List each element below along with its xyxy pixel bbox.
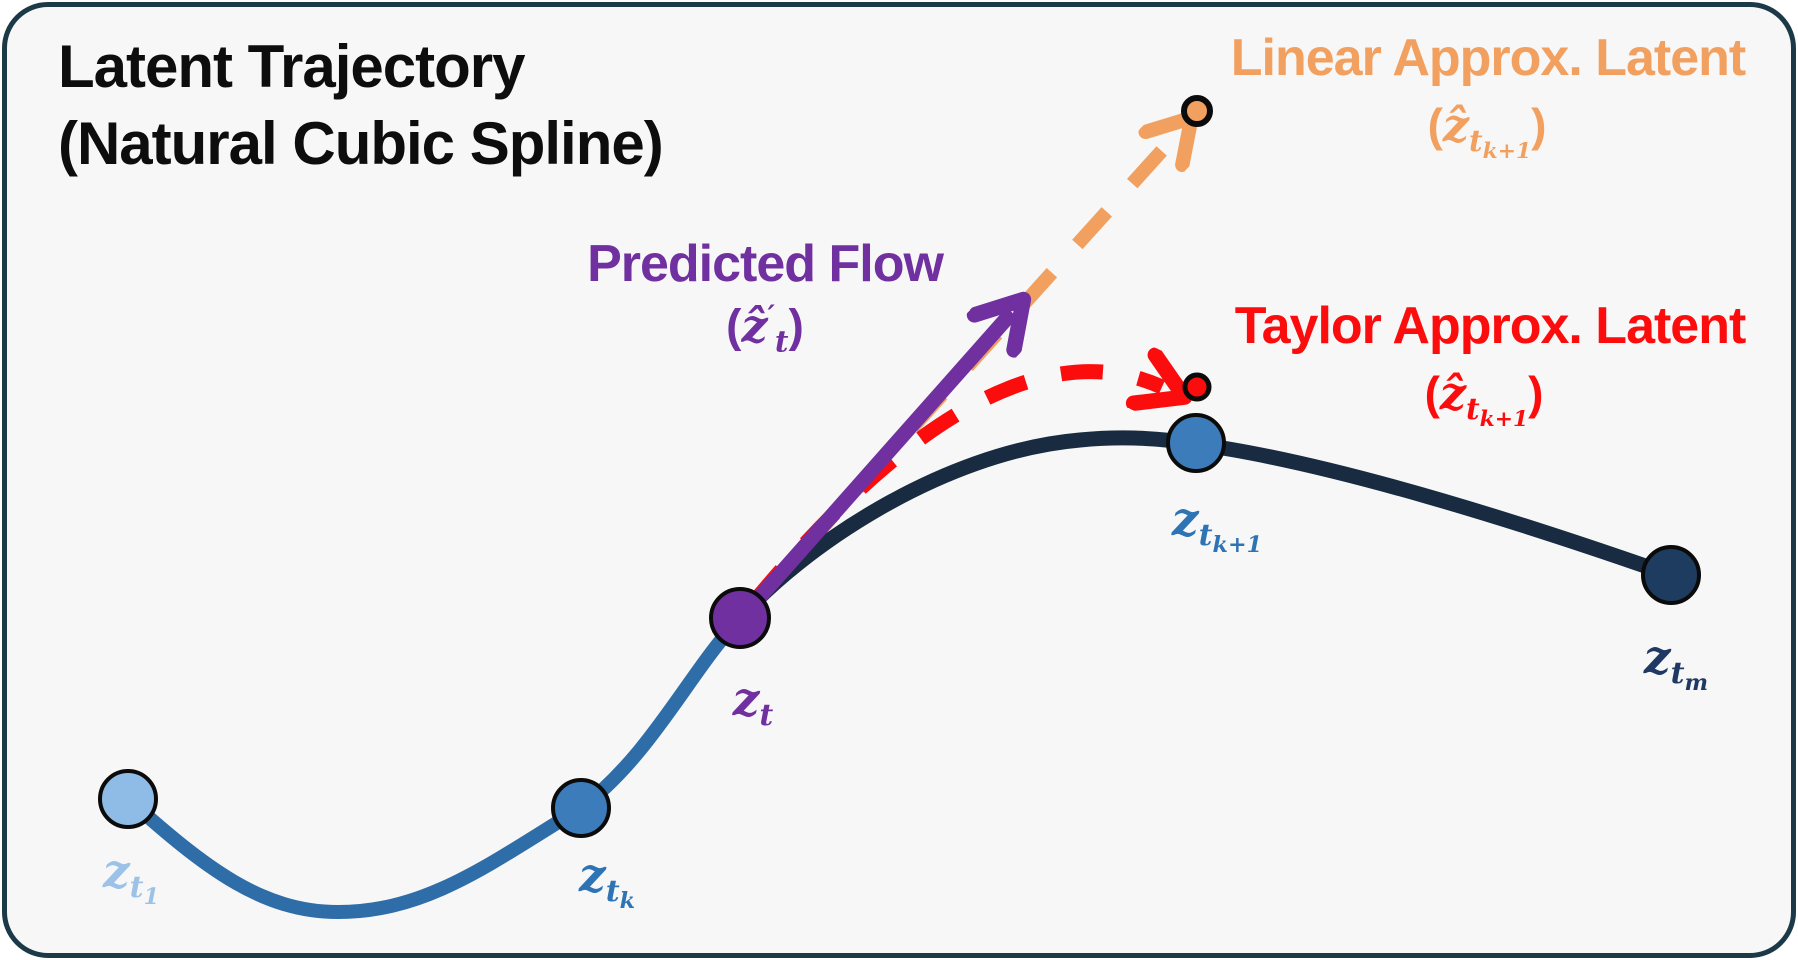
spline-segment-early [121,611,747,920]
dot-taylor-approx [1182,372,1212,402]
dot-linear-approx [1181,95,1213,127]
point-label-ztk1: ztk+1 [1171,492,1263,559]
dot-zt [709,587,771,649]
point-label-zt1: zt1 [102,844,160,911]
point-label-ztm: ztm [1643,630,1709,697]
dot-ztm [1641,545,1701,605]
taylor-approx-dashed-arrow [748,372,1162,607]
dot-ztk1 [1166,413,1226,473]
predicted-flow-arrow [749,318,1007,608]
dot-zt1 [98,769,158,829]
linear-approx-label: Linear Approx. Latent [1230,29,1746,87]
title-line2: (Natural Cubic Spline) [58,110,664,177]
point-label-ztk: ztk [578,848,636,915]
taylor-approx-symbol: (ẑtk+1) [1424,366,1544,433]
taylor-approx-label: Taylor Approx. Latent [1234,297,1747,355]
predicted-flow-label: Predicted Flow [587,235,944,293]
dot-ztk [551,778,611,838]
point-label-zt: zt [732,672,774,734]
diagram-title: Latent Trajectory (Natural Cubic Spline) [58,28,664,182]
spline-segment-late [732,430,1679,626]
linear-approx-symbol: (ẑtk+1) [1427,98,1547,165]
title-line1: Latent Trajectory [58,33,525,100]
predicted-flow-symbol: (ẑ′t) [726,298,804,359]
